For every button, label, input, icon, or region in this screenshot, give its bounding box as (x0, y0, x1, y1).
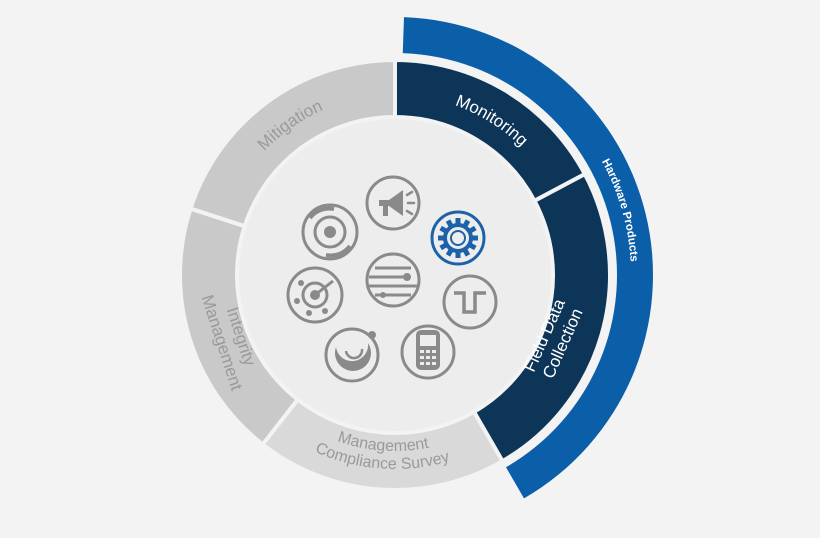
gear-tooth (455, 218, 461, 225)
handheld-device-icon[interactable] (400, 324, 456, 380)
globe-lines-icon[interactable] (365, 252, 421, 308)
gear-tooth (455, 251, 461, 258)
gear-icon[interactable] (430, 210, 486, 266)
target-circle-icon[interactable] (301, 203, 359, 261)
segment-mitigation[interactable] (188, 57, 397, 229)
crescent-orbit-icon[interactable] (324, 327, 380, 383)
square-wave-icon[interactable] (442, 274, 498, 330)
megaphone-icon[interactable] (365, 175, 421, 231)
hardware-products-arc[interactable] (402, 17, 653, 499)
inner-disc (235, 115, 555, 435)
radar-icon[interactable] (286, 266, 344, 324)
